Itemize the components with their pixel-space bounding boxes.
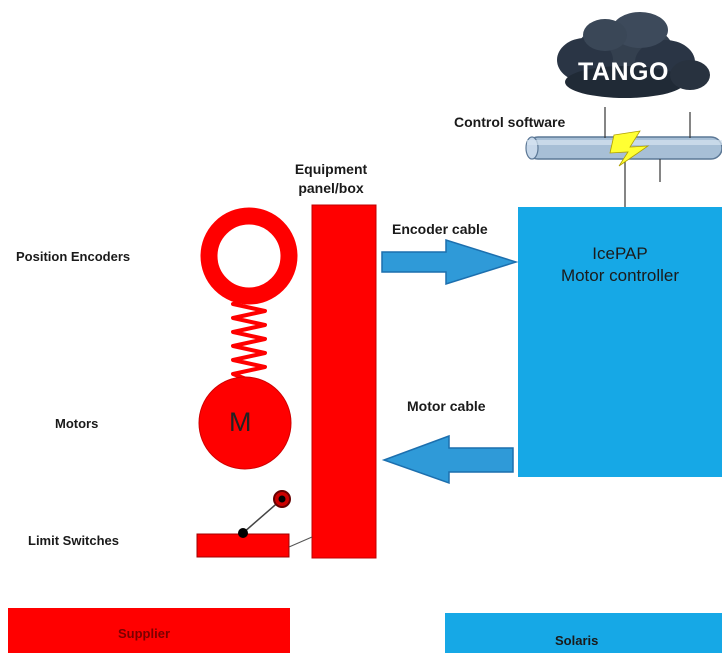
equipment-panel-label: Equipment panel/box <box>283 160 379 198</box>
tango-cloud-icon <box>557 12 710 98</box>
icepap-label: IcePAP Motor controller <box>518 243 722 287</box>
position-encoders-label: Position Encoders <box>16 249 131 264</box>
position-encoder-icon <box>200 207 298 305</box>
encoder-cable-label: Encoder cable <box>392 221 488 237</box>
equipment-label-line2: panel/box <box>298 180 364 196</box>
limit-switch-wire <box>288 536 313 548</box>
lightning-icon <box>609 130 650 167</box>
motor-symbol-label: M <box>229 407 252 437</box>
encoder-cable-arrow <box>381 238 519 286</box>
motor-cable-label: Motor cable <box>407 398 486 414</box>
motor-icon <box>198 376 292 470</box>
equipment-label-line1: Equipment <box>294 161 368 177</box>
motor-cable-arrow <box>381 434 514 485</box>
limit-switches-label: Limit Switches <box>28 533 120 548</box>
supplier-legend-box <box>8 608 290 653</box>
icepap-label-line1: IcePAP <box>592 244 648 263</box>
icepap-controller-box <box>518 207 722 477</box>
solaris-legend-box <box>445 613 722 653</box>
supplier-legend-label: Supplier <box>118 626 171 641</box>
equipment-panel <box>311 204 377 559</box>
solaris-legend-label: Solaris <box>555 633 599 648</box>
tango-label: TANGO <box>578 58 669 86</box>
motors-label: Motors <box>55 416 99 431</box>
spring-icon <box>231 296 267 382</box>
icepap-label-line2: Motor controller <box>560 266 680 285</box>
limit-switch-icon <box>196 490 291 558</box>
control-software-label: Control software <box>454 114 566 130</box>
